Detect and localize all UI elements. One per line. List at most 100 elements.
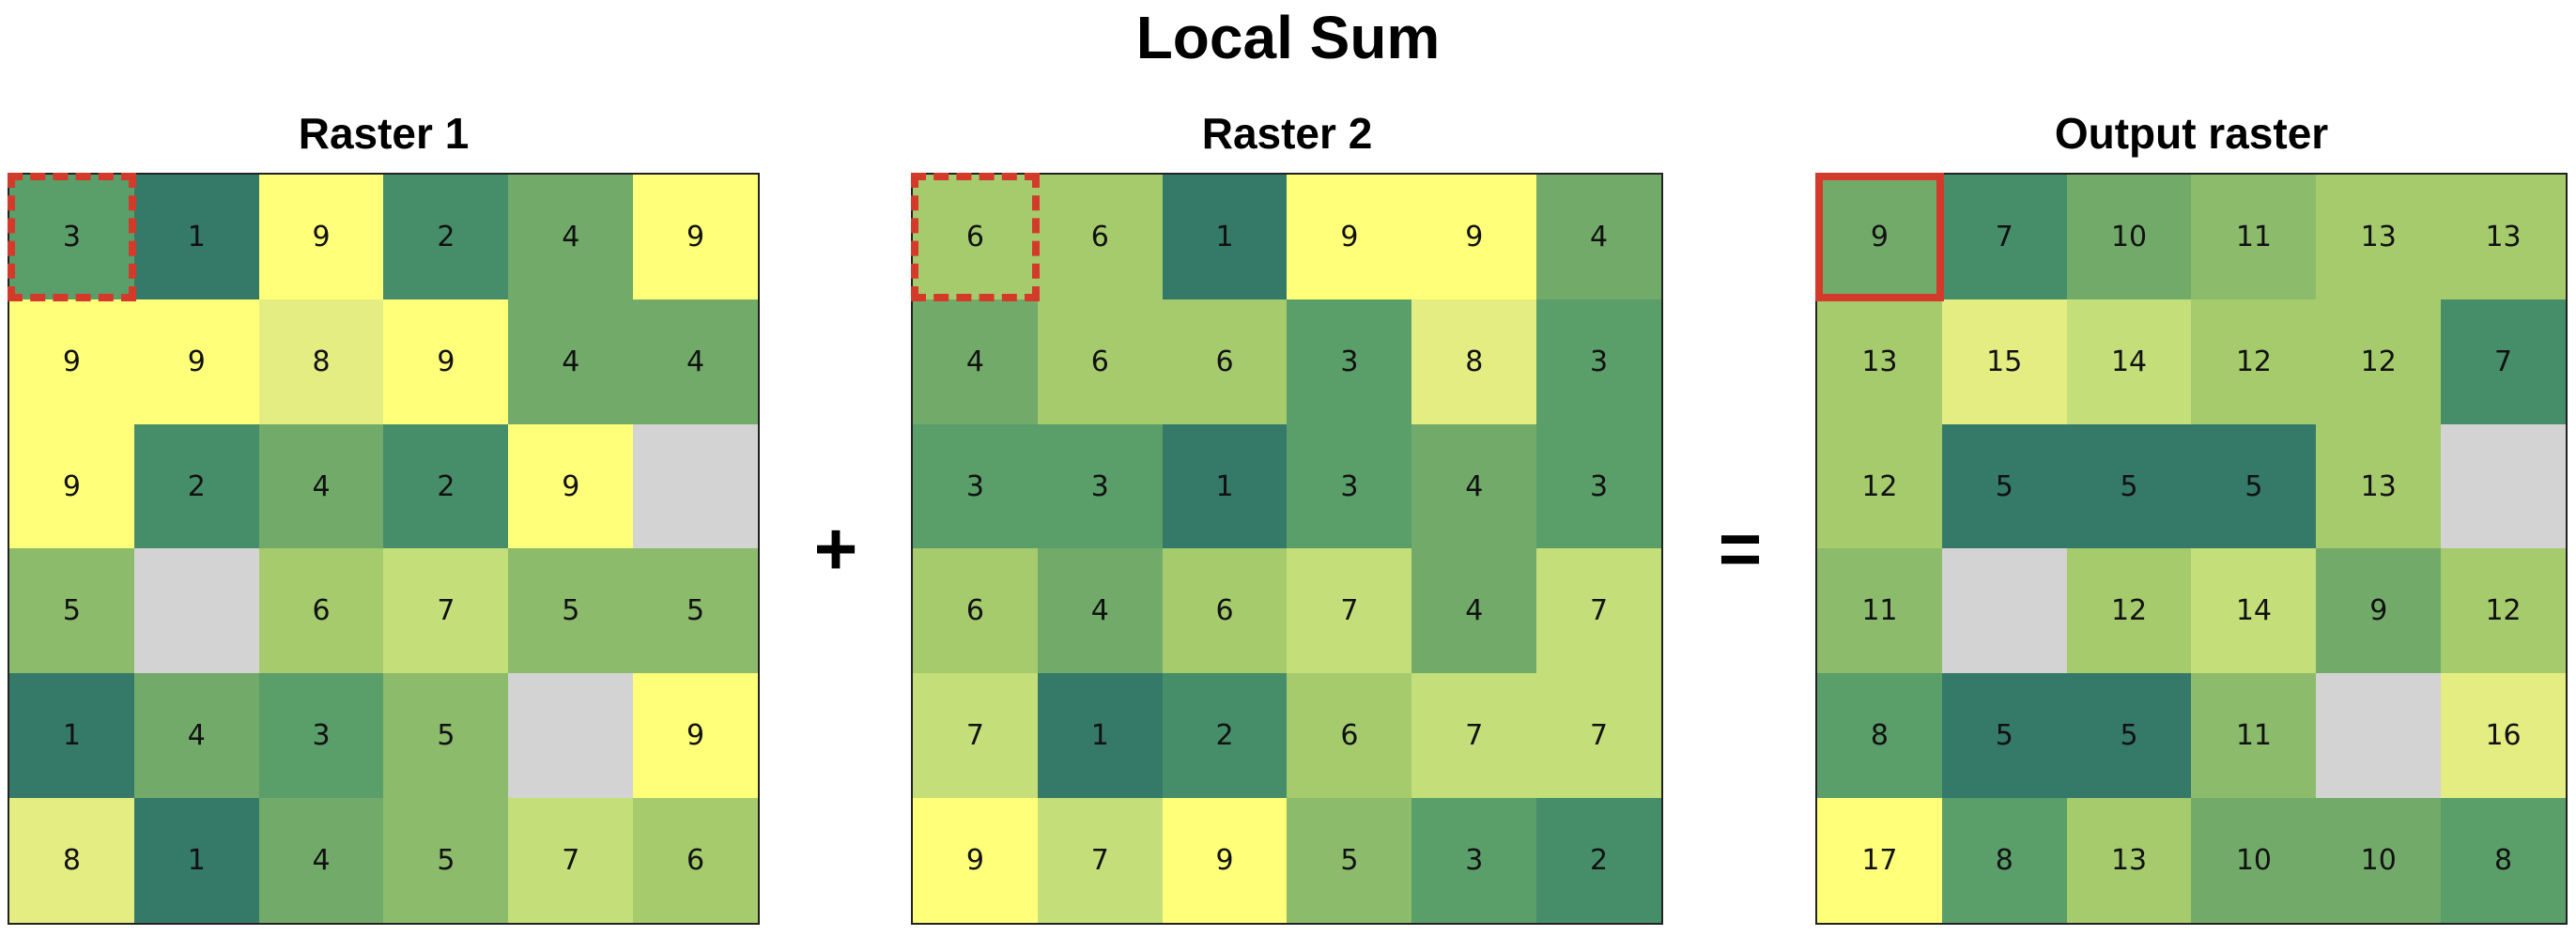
grid-cell: 9 xyxy=(633,175,758,299)
grid-cell: 14 xyxy=(2066,299,2192,424)
grid-cell: 3 xyxy=(1536,299,1661,424)
grid-cell: 8 xyxy=(258,299,384,424)
grid-cell: 4 xyxy=(133,673,259,799)
grid-cell: 7 xyxy=(913,673,1038,799)
grid-cell: 1 xyxy=(1037,673,1163,799)
grid-cell: 6 xyxy=(913,175,1038,299)
grid-cell: 7 xyxy=(1037,798,1163,923)
grid-cell: 2 xyxy=(1162,673,1288,799)
grid-cell: 3 xyxy=(1037,423,1163,549)
grid-cell: 5 xyxy=(2066,673,2192,799)
grid-cell: 4 xyxy=(258,423,384,549)
grid-cell: 5 xyxy=(2066,423,2192,549)
grid-cell: 3 xyxy=(1536,423,1661,549)
grid-cell: 4 xyxy=(1411,548,1537,674)
raster-1-title: Raster 1 xyxy=(298,109,470,158)
grid-cell: 8 xyxy=(9,798,134,923)
grid-cell: 5 xyxy=(383,673,509,799)
grid-cell: 12 xyxy=(2066,548,2192,674)
grid-cell: 5 xyxy=(1941,423,2067,549)
grid-cell: 5 xyxy=(1941,673,2067,799)
grid-cell: 6 xyxy=(1037,299,1163,424)
grid-cell: 4 xyxy=(258,798,384,923)
grid-cell: 9 xyxy=(2316,548,2442,674)
grid-cell: 8 xyxy=(1941,798,2067,923)
grid-cell: 13 xyxy=(2066,798,2192,923)
grid-cell: 6 xyxy=(1162,548,1288,674)
grid-cell xyxy=(633,423,758,549)
grid-cell: 8 xyxy=(1817,673,1942,799)
grid-cell: 9 xyxy=(1162,798,1288,923)
grid-cell: 10 xyxy=(2066,175,2192,299)
grid-cell: 5 xyxy=(1287,798,1412,923)
grid-cell: 7 xyxy=(2441,299,2566,424)
grid-cell: 17 xyxy=(1817,798,1942,923)
grid-cell: 3 xyxy=(1287,299,1412,424)
grid-cell: 8 xyxy=(2441,798,2566,923)
grid-cell: 6 xyxy=(258,548,384,674)
grid-cell: 13 xyxy=(2441,175,2566,299)
grid-cell: 1 xyxy=(133,798,259,923)
grid-cell: 3 xyxy=(1287,423,1412,549)
grid-cell: 8 xyxy=(1411,299,1537,424)
grid-cell: 9 xyxy=(9,423,134,549)
grid-cell: 4 xyxy=(1411,423,1537,549)
grid-cell: 7 xyxy=(1287,548,1412,674)
grid-cell: 5 xyxy=(508,548,634,674)
grid-cell xyxy=(1941,548,2067,674)
grid-cell: 2 xyxy=(383,175,509,299)
grid-cell: 4 xyxy=(913,299,1038,424)
grid-cell: 3 xyxy=(258,673,384,799)
grid-cell: 12 xyxy=(2441,548,2566,674)
grid-cell: 9 xyxy=(383,299,509,424)
grid-cell: 7 xyxy=(1941,175,2067,299)
output-raster-title: Output raster xyxy=(2054,109,2329,158)
grid-cell: 3 xyxy=(1411,798,1537,923)
grid-cell: 6 xyxy=(1037,175,1163,299)
grid-cell: 5 xyxy=(9,548,134,674)
grid-cell: 5 xyxy=(633,548,758,674)
plus-operator: + xyxy=(813,507,858,591)
grid-cell: 1 xyxy=(133,175,259,299)
grid-cell: 11 xyxy=(1817,548,1942,674)
grid-cell xyxy=(2441,423,2566,549)
grid-cell: 3 xyxy=(9,175,134,299)
grid-cell: 9 xyxy=(633,673,758,799)
grid-cell: 9 xyxy=(1287,175,1412,299)
grid-cell: 2 xyxy=(1536,798,1661,923)
grid-cell: 5 xyxy=(2191,423,2317,549)
grid-cell: 1 xyxy=(1162,423,1288,549)
grid-cell: 12 xyxy=(1817,423,1942,549)
grid-cell: 2 xyxy=(133,423,259,549)
grid-cell: 11 xyxy=(2191,673,2317,799)
grid-cell: 7 xyxy=(1536,673,1661,799)
figure-title: Local Sum xyxy=(1135,4,1441,71)
grid-cell: 1 xyxy=(1162,175,1288,299)
grid-cell: 9 xyxy=(258,175,384,299)
grid-cell: 9 xyxy=(133,299,259,424)
grid-cell: 9 xyxy=(508,423,634,549)
grid-cell: 15 xyxy=(1941,299,2067,424)
grid-cell: 14 xyxy=(2191,548,2317,674)
grid-cell: 7 xyxy=(508,798,634,923)
grid-cell: 12 xyxy=(2316,299,2442,424)
grid-cell: 11 xyxy=(2191,175,2317,299)
grid-cell: 16 xyxy=(2441,673,2566,799)
grid-cell: 4 xyxy=(508,175,634,299)
grid-cell: 4 xyxy=(633,299,758,424)
grid-cell xyxy=(2316,673,2442,799)
grid-cell: 7 xyxy=(383,548,509,674)
grid-cell: 7 xyxy=(1411,673,1537,799)
grid-cell xyxy=(508,673,634,799)
grid-cell: 2 xyxy=(383,423,509,549)
raster-2-title: Raster 2 xyxy=(1201,109,1373,158)
grid-cell: 6 xyxy=(633,798,758,923)
grid-cell: 6 xyxy=(1287,673,1412,799)
grid-cell xyxy=(133,548,259,674)
grid-cell: 3 xyxy=(913,423,1038,549)
grid-cell: 13 xyxy=(1817,299,1942,424)
grid-cell: 9 xyxy=(1817,175,1942,299)
grid-cell: 7 xyxy=(1536,548,1661,674)
